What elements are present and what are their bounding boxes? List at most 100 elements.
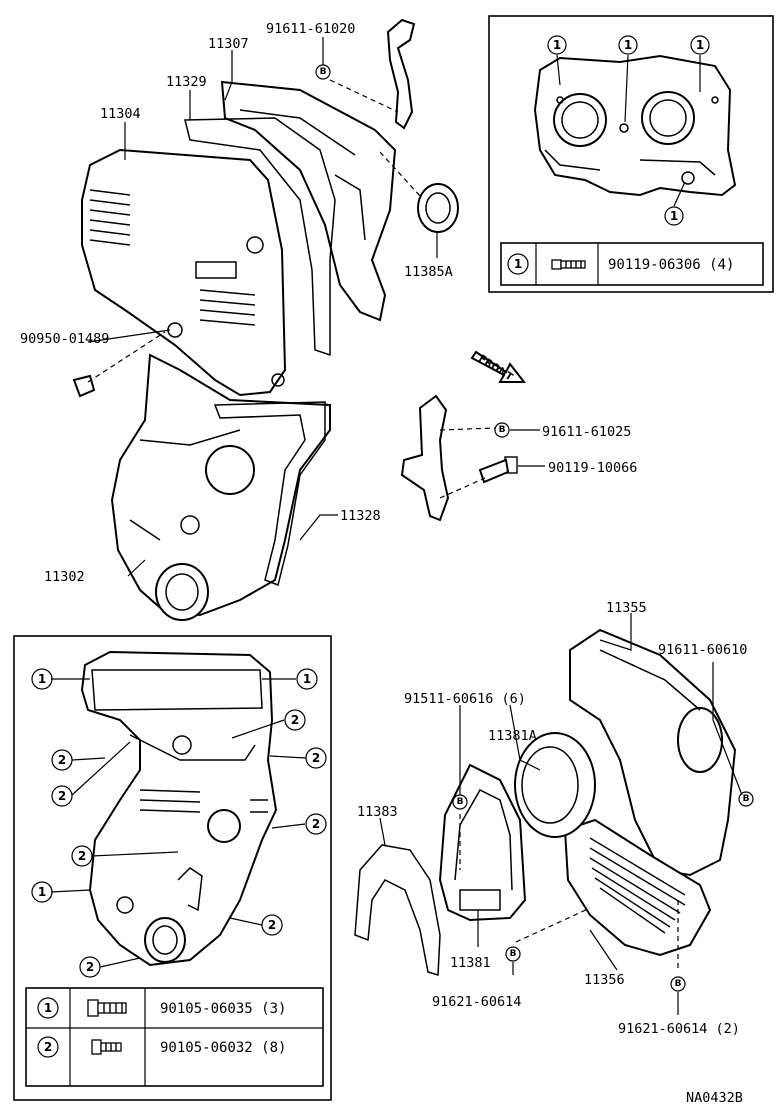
end-plate-11355 bbox=[569, 628, 737, 877]
callout-90119-10066: 90119-10066 bbox=[548, 460, 637, 476]
marker-b: B bbox=[505, 946, 521, 962]
marker-b: B bbox=[494, 422, 510, 438]
svg-text:1: 1 bbox=[553, 38, 561, 52]
svg-text:2: 2 bbox=[58, 789, 66, 803]
inset-top-legend bbox=[500, 242, 764, 286]
callout-90950-01489: 90950-01489 bbox=[20, 331, 109, 347]
gasket-11307 bbox=[220, 80, 397, 322]
legend-bottom-key: 1 bbox=[44, 1001, 52, 1015]
callout-11381A: 11381A bbox=[488, 728, 537, 744]
callout-11307: 11307 bbox=[208, 36, 249, 52]
inset-marker-2: 2 bbox=[261, 914, 283, 936]
svg-text:2: 2 bbox=[78, 849, 86, 863]
idler-pulley-boss bbox=[205, 445, 255, 495]
callout-91621-60614: 91621-60614 bbox=[432, 994, 521, 1010]
callout-11385A: 11385A bbox=[404, 264, 453, 280]
oil-seal-11385A bbox=[417, 183, 459, 233]
inset-top-marker-1: 1 bbox=[690, 35, 710, 55]
marker-b: B bbox=[315, 64, 331, 80]
bolt-90119-10066 bbox=[478, 456, 518, 484]
callout-11304: 11304 bbox=[100, 106, 141, 122]
callout-91611-61020: 91611-61020 bbox=[266, 21, 355, 37]
inset-marker-1: 1 bbox=[31, 881, 53, 903]
legend-bottom-part: 90105-06032 (8) bbox=[160, 1040, 286, 1056]
inset-marker-2: 2 bbox=[51, 785, 73, 807]
seal-retainer-11381 bbox=[438, 763, 527, 922]
inset-marker-1: 1 bbox=[31, 668, 53, 690]
timing-cover-assembly bbox=[81, 80, 397, 621]
svg-text:2: 2 bbox=[268, 918, 276, 932]
svg-text:B: B bbox=[675, 979, 682, 989]
svg-text:B: B bbox=[457, 797, 464, 807]
callout-11381: 11381 bbox=[450, 955, 491, 971]
gasket-11383 bbox=[354, 844, 441, 976]
inset-ribs bbox=[139, 789, 268, 813]
callout-91511-60616: 91511-60616 (6) bbox=[404, 691, 526, 707]
svg-text:1: 1 bbox=[38, 885, 46, 899]
svg-text:2: 2 bbox=[58, 753, 66, 767]
inset-top-right: 1 1 1 1 1 90119-06306 (4) bbox=[488, 15, 774, 293]
rear-plate-assembly bbox=[354, 628, 737, 976]
legend-bottom-part: 90105-06035 (3) bbox=[160, 1001, 286, 1017]
callout-91621-60614-2: 91621-60614 (2) bbox=[618, 1021, 740, 1037]
cover-ribs bbox=[89, 189, 256, 326]
inset-top-marker-1: 1 bbox=[547, 35, 567, 55]
inset-marker-2: 2 bbox=[305, 813, 327, 835]
gasket-11329 bbox=[184, 117, 336, 357]
inset-marker-2: 2 bbox=[79, 956, 101, 978]
callout-91611-60610: 91611-60610 bbox=[658, 642, 747, 658]
inset-marker-2: 2 bbox=[71, 845, 93, 867]
svg-text:2: 2 bbox=[86, 960, 94, 974]
inset-bottom-left: 1 1 2 2 2 2 2 2 1 2 2 1 2 90105-0603 bbox=[13, 635, 332, 1101]
svg-text:1: 1 bbox=[303, 672, 311, 686]
housing-outline bbox=[533, 54, 737, 197]
svg-text:B: B bbox=[743, 794, 750, 804]
svg-text:B: B bbox=[510, 949, 517, 959]
callout-91611-61025: 91611-61025 bbox=[542, 424, 631, 440]
callout-11355: 11355 bbox=[606, 600, 647, 616]
inset-marker-1: 1 bbox=[296, 668, 318, 690]
legend-top-part: 90119-06306 (4) bbox=[608, 257, 734, 273]
inset-cover-outline bbox=[80, 650, 278, 967]
callout-11356: 11356 bbox=[584, 972, 625, 988]
gasket-11328 bbox=[213, 401, 326, 587]
svg-text:2: 2 bbox=[291, 713, 299, 727]
end-plate-opening bbox=[677, 707, 723, 773]
svg-text:B: B bbox=[320, 67, 327, 77]
diagram-id: NA0432B bbox=[686, 1090, 743, 1106]
svg-text:2: 2 bbox=[312, 751, 320, 765]
inset-marker-2: 2 bbox=[51, 749, 73, 771]
svg-text:1: 1 bbox=[670, 209, 678, 223]
inset-bottom-frame bbox=[13, 635, 332, 1101]
bracket-hook-mid bbox=[400, 394, 450, 522]
front-arrow-icon: FRONT bbox=[470, 350, 527, 383]
svg-text:1: 1 bbox=[38, 672, 46, 686]
rear-cover-ribs bbox=[589, 837, 686, 934]
callout-11383: 11383 bbox=[357, 804, 398, 820]
rear-oil-seal-11381A bbox=[514, 732, 596, 838]
svg-text:B: B bbox=[499, 425, 506, 435]
marker-b: B bbox=[670, 976, 686, 992]
inset-bottom-legend bbox=[25, 987, 324, 1087]
svg-text:2: 2 bbox=[312, 817, 320, 831]
legend-bottom-key: 2 bbox=[44, 1040, 52, 1054]
inset-marker-2: 2 bbox=[305, 747, 327, 769]
bolt-icon bbox=[551, 259, 586, 270]
callout-11329: 11329 bbox=[166, 74, 207, 90]
callout-11302: 11302 bbox=[44, 569, 85, 585]
flange-bolt-icon bbox=[87, 999, 127, 1017]
short-bolt-icon bbox=[91, 1039, 122, 1055]
inset-marker-2: 2 bbox=[284, 709, 306, 731]
inset-top-marker-1: 1 bbox=[664, 206, 684, 226]
inset-frame bbox=[488, 15, 774, 293]
bracket-hook-top bbox=[386, 18, 416, 130]
callout-11328: 11328 bbox=[340, 508, 381, 524]
marker-b: B bbox=[738, 791, 754, 807]
inset-crank-opening bbox=[144, 917, 186, 963]
plug-90950-01489 bbox=[72, 374, 96, 398]
svg-text:1: 1 bbox=[624, 38, 632, 52]
crank-seal-opening bbox=[155, 563, 209, 621]
svg-text:1: 1 bbox=[696, 38, 704, 52]
upper-cover-11304 bbox=[81, 148, 287, 397]
